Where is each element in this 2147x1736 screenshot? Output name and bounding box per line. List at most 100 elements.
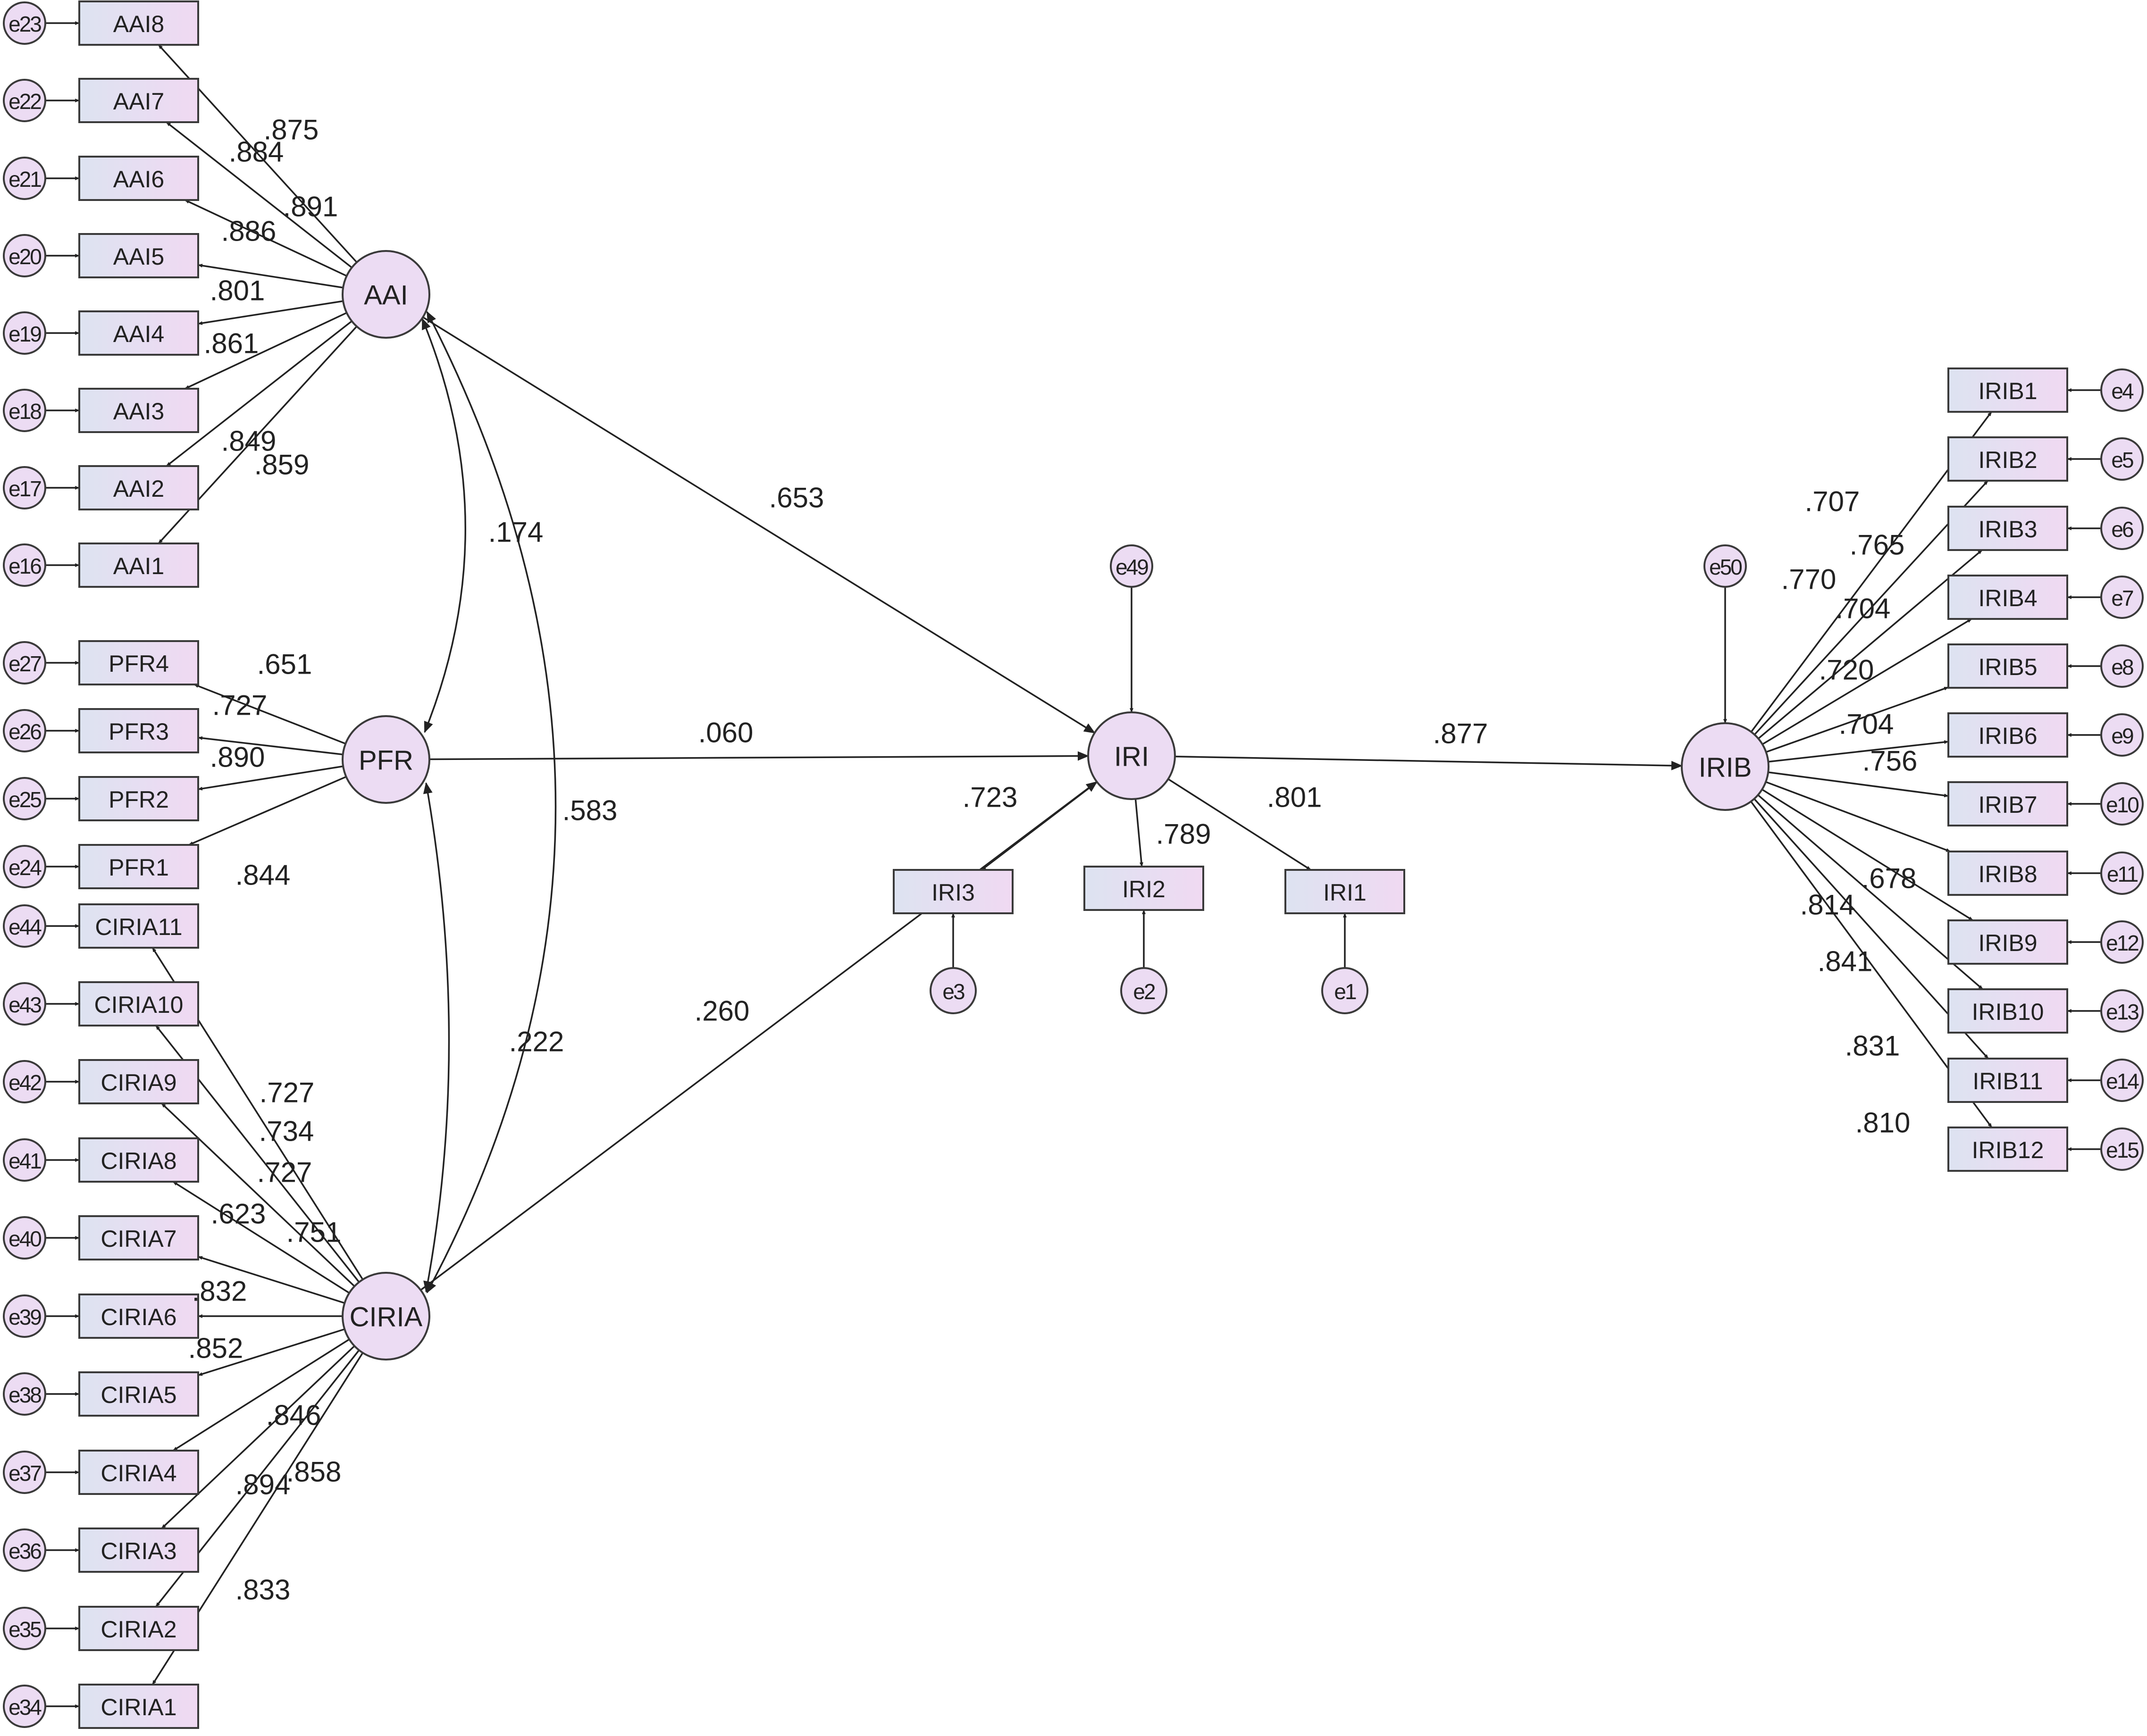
error-circle-e9 bbox=[2100, 713, 2144, 757]
error-label-e7: e7 bbox=[2111, 586, 2133, 610]
indicator-box-irib8 bbox=[1947, 851, 2068, 896]
loading-arrow-ciria4 bbox=[172, 1338, 350, 1452]
error-circle-e43 bbox=[3, 982, 46, 1026]
error-circle-e38 bbox=[3, 1372, 46, 1416]
path-arrow-ciria-to-iri bbox=[420, 781, 1098, 1291]
disturbance-label-e50: e50 bbox=[1709, 555, 1742, 579]
error-circle-e15 bbox=[2100, 1127, 2144, 1171]
error-label-e40: e40 bbox=[8, 1227, 41, 1251]
loading-label-irib5: .720 bbox=[1819, 654, 1874, 686]
indicator-label-pfr2: PFR2 bbox=[109, 786, 169, 813]
loading-label-irib1: .707 bbox=[1805, 486, 1860, 517]
covariance-coef-aai-pfr: .174 bbox=[488, 517, 544, 548]
loading-arrow-ciria5 bbox=[198, 1328, 345, 1376]
loading-label-iri3: .723 bbox=[963, 782, 1018, 813]
latent-label-aai: AAI bbox=[364, 280, 408, 311]
path-arrow-iri-to-irib bbox=[1174, 755, 1683, 770]
loading-label-aai2: .849 bbox=[221, 426, 277, 457]
indicator-box-aai4 bbox=[78, 310, 199, 356]
loading-label-pfr1: .844 bbox=[235, 860, 291, 891]
indicator-label-ciria2: CIRIA2 bbox=[101, 1616, 176, 1643]
indicator-box-ciria3 bbox=[78, 1527, 199, 1573]
error-circle-e11 bbox=[2100, 851, 2144, 895]
indicator-box-aai3 bbox=[78, 388, 199, 433]
error-label-e25: e25 bbox=[8, 787, 41, 812]
indicator-box-irib5 bbox=[1947, 643, 2068, 689]
error-circle-e3 bbox=[930, 967, 977, 1014]
error-circle-e6 bbox=[2100, 507, 2144, 550]
indicator-label-ciria6: CIRIA6 bbox=[101, 1304, 176, 1330]
indicator-label-aai2: AAI2 bbox=[113, 476, 164, 502]
indicator-box-ciria10 bbox=[78, 981, 199, 1027]
error-circle-e39 bbox=[3, 1294, 46, 1338]
error-label-e16: e16 bbox=[8, 554, 41, 578]
indicator-label-iri1: IRI1 bbox=[1323, 879, 1367, 906]
indicator-label-ciria3: CIRIA3 bbox=[101, 1538, 176, 1564]
error-circle-e23 bbox=[3, 1, 46, 45]
indicator-box-irib11 bbox=[1947, 1058, 2068, 1103]
path-coef-aai-to-iri: .653 bbox=[769, 482, 824, 514]
indicator-label-aai1: AAI1 bbox=[113, 553, 164, 579]
loading-label-pfr2: .890 bbox=[210, 742, 265, 773]
error-label-e19: e19 bbox=[8, 322, 41, 346]
error-label-e5: e5 bbox=[2111, 448, 2133, 472]
latent-iri bbox=[1087, 711, 1176, 800]
indicator-label-pfr1: PFR1 bbox=[109, 854, 169, 881]
latent-irib bbox=[1681, 722, 1770, 811]
indicator-label-irib3: IRIB3 bbox=[1978, 516, 2037, 542]
indicator-label-aai8: AAI8 bbox=[113, 11, 164, 37]
indicator-label-aai3: AAI3 bbox=[113, 398, 164, 425]
error-circle-e8 bbox=[2100, 644, 2144, 688]
indicator-label-ciria1: CIRIA1 bbox=[101, 1694, 176, 1720]
indicator-box-irib7 bbox=[1947, 781, 2068, 826]
error-circle-e16 bbox=[3, 543, 46, 587]
indicator-box-ciria5 bbox=[78, 1371, 199, 1417]
indicator-label-irib7: IRIB7 bbox=[1978, 792, 2037, 818]
loading-label-ciria1: .833 bbox=[235, 1574, 291, 1606]
covariance-curve-pfr-ciria bbox=[423, 782, 450, 1293]
loading-label-ciria2: .858 bbox=[286, 1456, 342, 1488]
loading-arrow-irib4 bbox=[1762, 618, 1972, 745]
loading-label-ciria7: .751 bbox=[286, 1217, 342, 1248]
error-label-e26: e26 bbox=[8, 719, 41, 744]
path-arrow-pfr-to-iri bbox=[429, 751, 1090, 761]
error-circle-e34 bbox=[3, 1685, 46, 1728]
indicator-label-ciria9: CIRIA9 bbox=[101, 1069, 176, 1096]
indicator-label-ciria7: CIRIA7 bbox=[101, 1226, 176, 1252]
loading-label-irib9: .814 bbox=[1800, 889, 1855, 921]
error-circle-e22 bbox=[3, 79, 46, 122]
loading-label-irib11: .831 bbox=[1845, 1030, 1900, 1062]
latent-label-irib: IRIB bbox=[1699, 752, 1752, 783]
indicator-label-irib6: IRIB6 bbox=[1978, 723, 2037, 749]
error-label-e6: e6 bbox=[2111, 517, 2133, 542]
loading-arrow-irib7 bbox=[1768, 771, 1949, 798]
error-label-e10: e10 bbox=[2106, 793, 2139, 817]
path-coef-pfr-to-iri: .060 bbox=[698, 717, 754, 749]
indicator-box-aai1 bbox=[78, 542, 199, 588]
error-label-e18: e18 bbox=[8, 399, 41, 424]
indicator-label-irib2: IRIB2 bbox=[1978, 447, 2037, 473]
loading-label-irib3: .770 bbox=[1781, 564, 1837, 595]
loading-label-irib7: .756 bbox=[1862, 745, 1918, 777]
latent-pfr bbox=[342, 715, 430, 804]
error-label-e20: e20 bbox=[8, 244, 41, 269]
loading-label-irib2: .765 bbox=[1850, 529, 1905, 561]
error-label-e8: e8 bbox=[2111, 655, 2133, 679]
error-circle-e18 bbox=[3, 389, 46, 432]
indicator-box-pfr4 bbox=[78, 640, 199, 685]
error-circle-e13 bbox=[2100, 989, 2144, 1033]
indicator-box-aai5 bbox=[78, 233, 199, 278]
loading-label-pfr4: .651 bbox=[257, 649, 312, 680]
indicator-label-iri3: IRI3 bbox=[931, 879, 975, 906]
disturbance-circle-e50 bbox=[1703, 544, 1747, 588]
indicator-box-irib2 bbox=[1947, 436, 2068, 482]
indicator-box-iri1 bbox=[1284, 869, 1405, 914]
error-label-e13: e13 bbox=[2106, 1000, 2139, 1024]
error-label-e36: e36 bbox=[8, 1539, 41, 1563]
loading-label-pfr3: .727 bbox=[212, 690, 268, 721]
loading-arrow-irib8 bbox=[1765, 781, 1951, 852]
error-circle-e20 bbox=[3, 234, 46, 277]
loading-arrow-aai2 bbox=[166, 320, 352, 467]
loading-arrow-pfr3 bbox=[198, 736, 343, 756]
indicator-label-iri2: IRI2 bbox=[1122, 876, 1166, 902]
